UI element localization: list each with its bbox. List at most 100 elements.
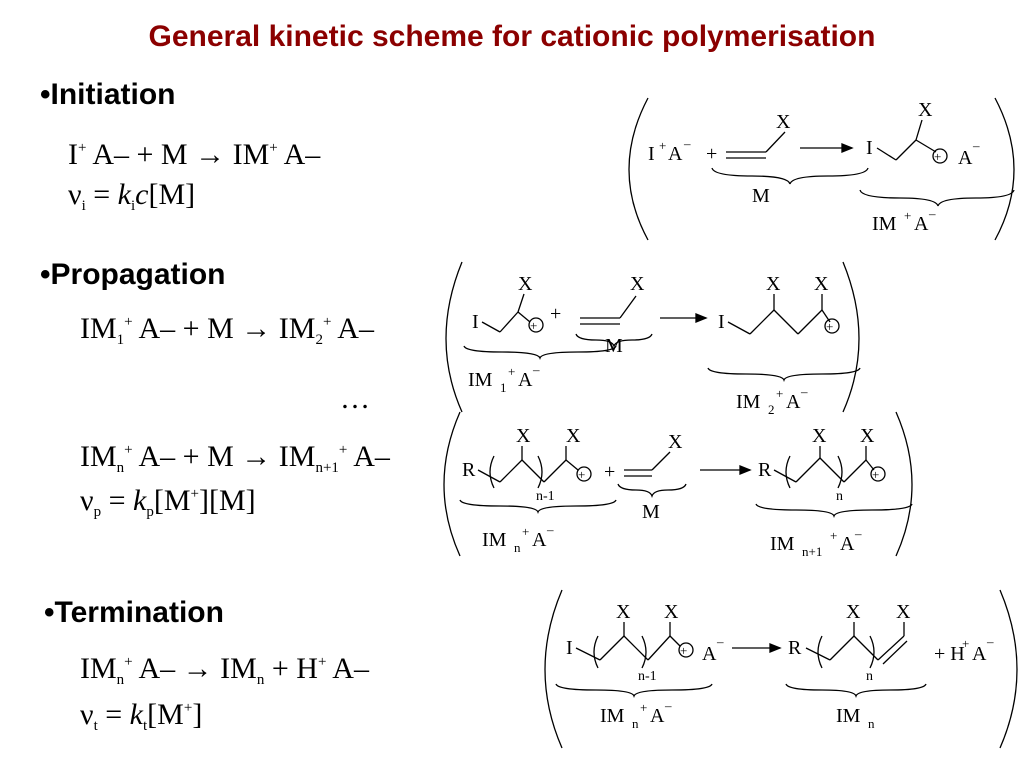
right-paren [999,589,1018,749]
svg-text:+: + [826,319,833,334]
svg-text:I: I [648,143,655,165]
svg-text:X: X [814,273,829,295]
page-title: General kinetic scheme for cationic poly… [148,20,876,53]
termination-equation: IMn+ A– → IMn + H+ A– [80,652,369,688]
svg-text:+: + [934,149,941,164]
svg-text:+: + [578,467,585,482]
svg-text:IM: IM [872,213,897,235]
right-paren [895,411,913,557]
svg-text:A: A [972,643,987,665]
svg-text:A: A [958,147,973,169]
svg-text:+: + [706,143,717,165]
svg-text:n: n [836,489,843,504]
right-paren [994,97,1015,241]
svg-text:I: I [718,311,725,333]
svg-text:A: A [532,529,547,551]
svg-text:X: X [668,431,683,453]
svg-text:–: – [928,206,936,221]
svg-text:–: – [800,384,808,399]
svg-text:X: X [616,601,631,623]
svg-text:IM: IM [468,369,493,391]
svg-text:–: – [986,634,994,649]
svg-text:IM: IM [736,391,761,413]
svg-text:+: + [962,636,969,651]
svg-text:X: X [860,425,875,447]
termination-scheme: I X n-1 X + A – IM n + A – R X n [544,589,1018,749]
svg-text:2: 2 [768,402,775,417]
svg-text:M: M [642,501,660,523]
svg-text:R: R [462,459,476,481]
svg-text:n: n [632,716,639,731]
svg-text:X: X [664,601,679,623]
svg-text:I: I [472,311,479,333]
svg-text:IM: IM [482,529,507,551]
propagation-equation-n: IMn+ A– + M → IMn+1+ A– [80,440,390,476]
svg-text:X: X [766,273,781,295]
svg-text:+: + [640,700,647,715]
left-paren [628,97,649,241]
termination-heading: •Termination [44,596,224,629]
propagation-ellipsis: … [340,382,370,415]
svg-text:–: – [683,136,691,151]
svg-text:IM: IM [600,705,625,727]
svg-text:+: + [872,467,879,482]
svg-text:+: + [659,138,666,153]
right-paren [842,261,860,413]
svg-text:M: M [752,185,770,207]
svg-text:A: A [668,143,683,165]
svg-text:X: X [566,425,581,447]
svg-text:A: A [518,369,533,391]
svg-text:+: + [604,461,615,483]
svg-text:IM: IM [770,533,795,555]
svg-text:+ H: + H [934,643,965,665]
svg-text:n-1: n-1 [536,489,555,504]
svg-text:–: – [664,698,672,713]
propagation-scheme-1: I X + + X M IM 1 + A – I X X + [445,261,861,417]
left-paren [443,411,461,557]
propagation-heading: •Propagation [40,258,226,291]
svg-text:M: M [605,335,623,357]
svg-text:n: n [868,716,875,731]
svg-text:X: X [812,425,827,447]
svg-text:A: A [914,213,929,235]
svg-text:R: R [788,637,802,659]
initiation-equation: I+ A– + M → IM+ A– [68,138,321,171]
svg-text:R: R [758,459,772,481]
svg-text:–: – [532,362,540,377]
svg-text:X: X [630,273,645,295]
svg-text:+: + [680,643,687,658]
svg-text:X: X [896,601,911,623]
svg-text:A: A [840,533,855,555]
svg-text:+: + [522,524,529,539]
propagation-scheme-n: R X n-1 X + + X M IM n + A – R [443,411,913,559]
svg-text:IM: IM [836,705,861,727]
svg-text:–: – [854,526,862,541]
svg-text:+: + [830,528,837,543]
svg-text:–: – [546,522,554,537]
initiation-scheme: I + A – + X M I X + A – IM + A – [628,97,1015,241]
initiation-heading: •Initiation [40,78,176,111]
svg-text:1: 1 [500,380,507,395]
svg-text:X: X [846,601,861,623]
svg-text:+: + [530,318,537,333]
propagation-equation-1: IM1+ A– + M → IM2+ A– [80,312,374,348]
left-paren [445,261,463,413]
svg-text:X: X [918,99,933,121]
svg-text:+: + [550,303,561,325]
svg-text:X: X [776,111,791,133]
svg-text:X: X [518,273,533,295]
initiation-rate: νi = kic[M] [68,178,196,214]
svg-text:n: n [514,540,521,555]
svg-text:n-1: n-1 [638,669,657,684]
termination-rate: νt = kt[M+] [80,698,203,734]
left-paren [544,589,563,749]
svg-text:I: I [566,637,573,659]
svg-text:n+1: n+1 [802,544,822,559]
svg-text:A: A [702,643,717,665]
svg-text:n: n [866,669,873,684]
svg-text:I: I [866,137,873,159]
svg-text:A: A [650,705,665,727]
svg-text:A: A [786,391,801,413]
svg-text:–: – [972,138,980,153]
